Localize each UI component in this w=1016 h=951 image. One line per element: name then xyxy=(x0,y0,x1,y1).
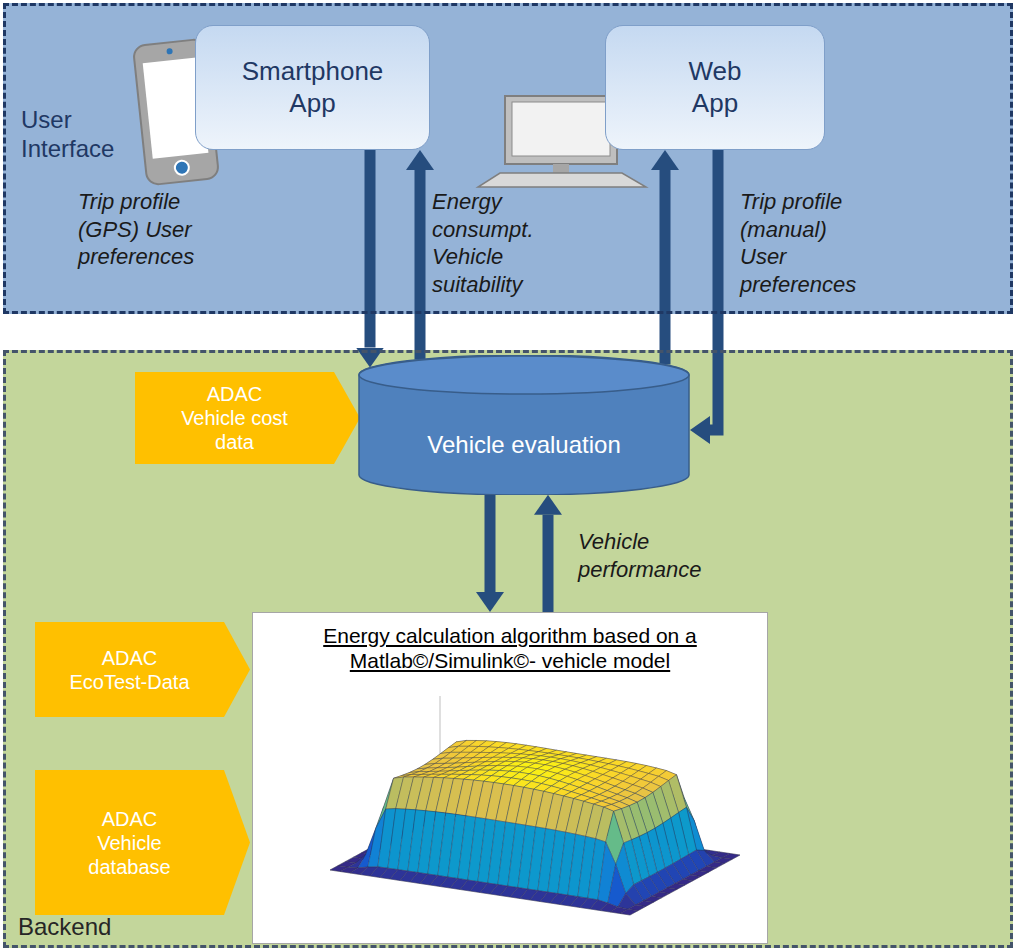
arrow-label: Trip profile (GPS) User preferences xyxy=(78,188,194,271)
data-source: ADAC EcoTest-Data xyxy=(35,622,250,717)
app-box: Smartphone App xyxy=(195,25,430,150)
region-title: User Interface xyxy=(21,106,133,164)
chevron-fill xyxy=(35,770,250,915)
source-label: ADAC EcoTest-Data xyxy=(65,646,195,694)
phone-button xyxy=(174,160,189,175)
cylinder-body xyxy=(359,355,689,495)
data-arrow xyxy=(543,515,554,612)
arrow-label-slot: Energy consumpt. Vehicle suitability xyxy=(432,188,533,298)
phone-speaker xyxy=(166,48,173,55)
cylinder-shape xyxy=(358,355,690,495)
backend-region: Backend ADAC Vehicle cost dataVehicle eva… xyxy=(3,350,1013,948)
monitor-stand xyxy=(553,164,569,173)
chevron-shape xyxy=(35,622,250,717)
data-arrow xyxy=(660,170,671,364)
data-arrow xyxy=(415,170,426,359)
store-label: Vehicle evaluation xyxy=(427,431,620,460)
source-label: ADAC Vehicle cost data xyxy=(175,382,295,454)
data-source: ADAC Vehicle database xyxy=(35,770,250,915)
source-label: ADAC Vehicle database xyxy=(80,807,180,879)
model-box-fill xyxy=(252,612,768,944)
model-box: Energy calculation algorithm based on a … xyxy=(252,612,768,944)
app-box: Web App xyxy=(605,25,825,150)
arrow-label: Trip profile (manual) User preferences xyxy=(740,188,856,298)
data-source: ADAC Vehicle cost data xyxy=(135,372,360,464)
arrow-label-slot: Trip profile (manual) User preferences xyxy=(740,188,856,298)
arrow-label-slot: Trip profile (GPS) User preferences xyxy=(78,188,194,271)
data-arrow xyxy=(365,150,376,348)
model-title: Energy calculation algorithm based on a … xyxy=(290,623,730,673)
keyboard xyxy=(478,173,646,187)
region-title: Backend xyxy=(18,913,218,942)
backend-band-fill xyxy=(3,350,1013,948)
evaluation-store: Vehicle evaluation xyxy=(358,355,690,495)
data-arrow xyxy=(710,150,718,430)
arrow-label: Vehicle performance xyxy=(578,528,702,583)
cylinder-top xyxy=(359,356,689,394)
surface-patch xyxy=(620,909,638,915)
chevron-fill xyxy=(35,622,250,717)
data-arrow xyxy=(485,495,496,592)
chevron-fill xyxy=(135,372,360,464)
arrow-label: Energy consumpt. Vehicle suitability xyxy=(432,188,533,298)
app-label: Web App xyxy=(675,56,755,118)
app-label: Smartphone App xyxy=(233,56,393,118)
monitor xyxy=(505,96,617,164)
surface-plot xyxy=(330,696,740,915)
ui-band-fill xyxy=(3,3,1013,314)
arrow-label-slot: Vehicle performance xyxy=(578,528,702,583)
monitor-screen xyxy=(512,102,610,156)
